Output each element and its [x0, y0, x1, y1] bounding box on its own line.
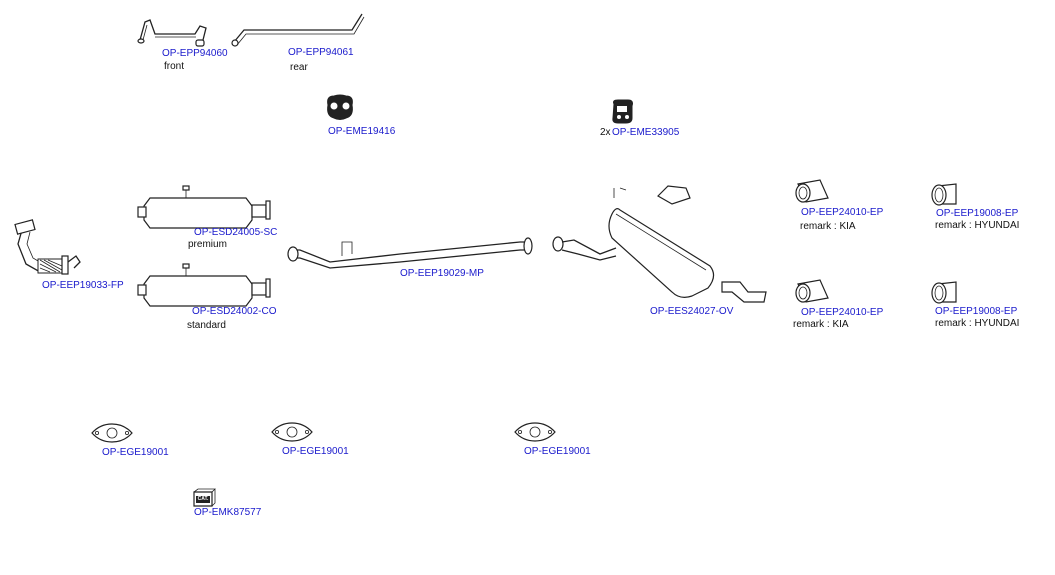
note-pipe-rear: rear: [290, 62, 308, 73]
part-link-gasket-1[interactable]: OP-EGE19001: [102, 447, 169, 458]
note-dpf-standard: standard: [187, 320, 226, 331]
part-link-pipe-rear[interactable]: OP-EPP94061: [288, 47, 354, 58]
mounting-kit-icon: [193, 488, 216, 507]
front-pipe-drawing: [14, 219, 81, 275]
mounting-kit-icon-label: CAT.: [197, 496, 209, 502]
note-tip-kia-2: remark : KIA: [793, 319, 849, 330]
pipe-rear-drawing: [231, 13, 365, 47]
part-link-middle-pipe[interactable]: OP-EEP19029-MP: [400, 268, 484, 279]
part-link-tip-kia-1[interactable]: OP-EEP24010-EP: [801, 207, 884, 218]
gasket-3-drawing: [514, 422, 556, 442]
mount-1-drawing: [327, 94, 353, 120]
part-link-tip-hyundai-2[interactable]: OP-EEP19008-EP: [935, 306, 1018, 317]
tip-kia-2-drawing: [795, 279, 829, 303]
mount-2-drawing: [612, 99, 633, 124]
part-link-gasket-2[interactable]: OP-EGE19001: [282, 446, 349, 457]
gasket-1-drawing: [91, 423, 133, 443]
note-pipe-front: front: [164, 61, 185, 72]
dpf-standard-drawing: [137, 263, 271, 307]
qty-mount-2: 2x: [600, 127, 611, 138]
part-link-dpf-premium[interactable]: OP-ESD24005-SC: [194, 227, 278, 238]
part-link-tip-kia-2[interactable]: OP-EEP24010-EP: [801, 307, 884, 318]
note-dpf-premium: premium: [188, 239, 227, 250]
pipe-front-drawing: [137, 19, 207, 47]
part-link-tip-hyundai-1[interactable]: OP-EEP19008-EP: [936, 208, 1019, 219]
part-link-rear-silencer[interactable]: OP-EES24027-OV: [650, 306, 734, 317]
part-link-pipe-front[interactable]: OP-EPP94060: [162, 48, 228, 59]
note-tip-hyundai-1: remark : HYUNDAI: [935, 220, 1020, 231]
part-link-gasket-3[interactable]: OP-EGE19001: [524, 446, 591, 457]
dpf-premium-drawing: [137, 185, 271, 229]
part-link-mounting-kit[interactable]: OP-EMK87577: [194, 507, 262, 518]
middle-pipe-drawing: [287, 237, 533, 269]
gasket-2-drawing: [271, 422, 313, 442]
rear-silencer-drawing: [552, 185, 767, 303]
note-tip-hyundai-2: remark : HYUNDAI: [935, 318, 1020, 329]
note-tip-kia-1: remark : KIA: [800, 221, 856, 232]
tip-hyundai-2-drawing: [931, 281, 957, 304]
tip-kia-1-drawing: [795, 179, 829, 203]
part-link-front-pipe[interactable]: OP-EEP19033-FP: [42, 280, 124, 291]
part-link-mount-2[interactable]: OP-EME33905: [612, 127, 680, 138]
tip-hyundai-1-drawing: [931, 183, 957, 206]
part-link-mount-1[interactable]: OP-EME19416: [328, 126, 396, 137]
part-link-dpf-standard[interactable]: OP-ESD24002-CO: [192, 306, 277, 317]
